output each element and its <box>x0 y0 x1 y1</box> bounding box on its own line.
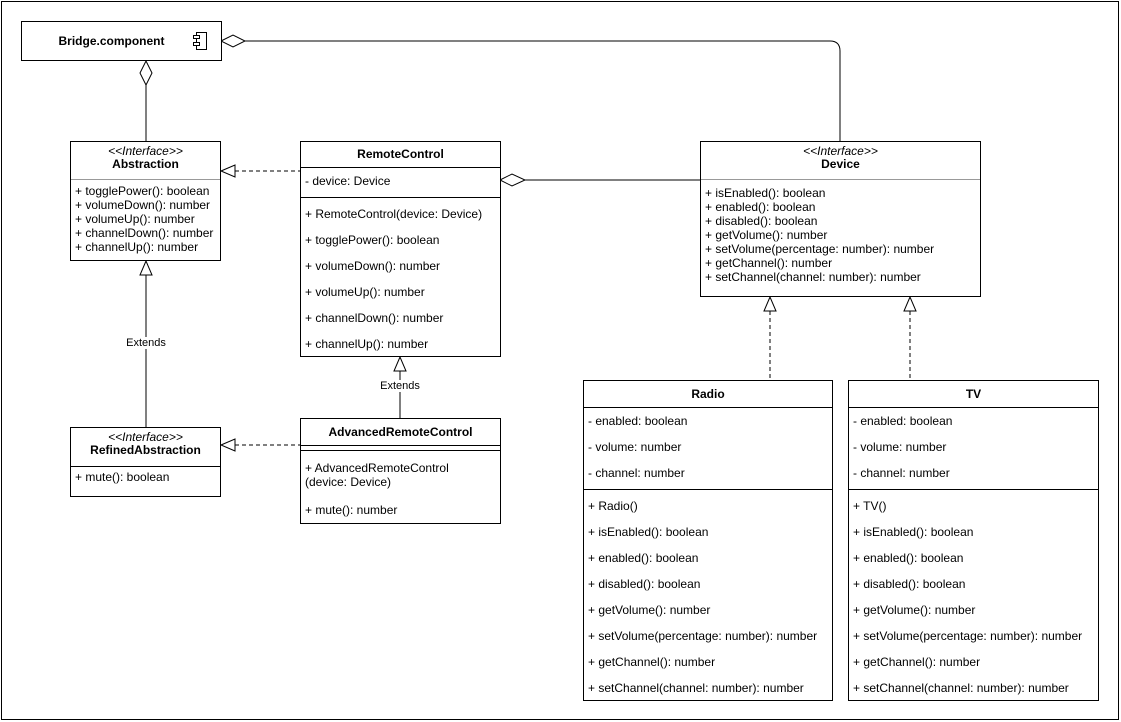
bridge-component[interactable]: Bridge.component <box>21 21 222 61</box>
method: + mute(): number <box>305 503 398 517</box>
method: + isEnabled(): boolean <box>853 525 974 539</box>
component-icon <box>193 32 207 50</box>
attribute: - volume: number <box>588 440 682 454</box>
diamond-icon <box>498 173 527 187</box>
method: + channelDown(): number <box>75 226 214 240</box>
method: + volumeUp(): number <box>305 285 425 299</box>
method: + AdvancedRemoteControl <box>305 461 449 475</box>
method: + enabled(): boolean <box>588 551 699 565</box>
triangle-arrow-icon <box>139 259 153 276</box>
diamond-icon <box>139 59 153 87</box>
class-name: TV <box>965 387 982 401</box>
attribute: - enabled: boolean <box>853 414 953 428</box>
stereotype: <<Interface>> <box>803 144 878 158</box>
method: + getVolume(): number <box>588 603 711 617</box>
class-name: AdvancedRemoteControl <box>328 425 473 439</box>
attribute: - volume: number <box>853 440 947 454</box>
method: + setVolume(percentage: number): number <box>705 242 935 256</box>
method: + enabled(): boolean <box>853 551 964 565</box>
method: + setChannel(channel: number): number <box>705 270 921 284</box>
class-name: RemoteControl <box>357 147 444 161</box>
method: + getChannel(): number <box>853 655 981 669</box>
method: + setVolume(percentage: number): number <box>853 629 1083 643</box>
method: + getVolume(): number <box>853 603 976 617</box>
class-name: RefinedAbstraction <box>90 443 201 457</box>
method: + disabled(): boolean <box>588 577 701 591</box>
method: + setVolume(percentage: number): number <box>588 629 818 643</box>
diamond-icon <box>219 34 247 48</box>
extends-label: Extends <box>125 337 167 349</box>
method: + channelUp(): number <box>75 240 199 254</box>
method: + volumeDown(): number <box>305 259 441 273</box>
attribute: - enabled: boolean <box>588 414 688 428</box>
triangle-arrow-icon <box>393 355 407 372</box>
method: + getVolume(): number <box>705 228 828 242</box>
triangle-arrow-icon <box>219 164 236 178</box>
method: + disabled(): boolean <box>853 577 966 591</box>
class-remote-control[interactable]: RemoteControl - device: Device + RemoteC… <box>300 141 501 357</box>
class-advanced-remote-control[interactable]: AdvancedRemoteControl + AdvancedRemoteCo… <box>300 418 501 524</box>
extends-label: Extends <box>379 380 421 392</box>
aggregation-bridge-device <box>245 40 841 141</box>
triangle-arrow-icon <box>219 438 236 452</box>
method: + togglePower(): boolean <box>75 184 210 198</box>
method: + togglePower(): boolean <box>305 233 440 247</box>
attribute: - channel: number <box>588 466 685 480</box>
class-abstraction[interactable]: <<Interface>> Abstraction + togglePower(… <box>70 141 221 261</box>
stereotype: <<Interface>> <box>108 430 183 444</box>
attribute: - channel: number <box>853 466 950 480</box>
method: + disabled(): boolean <box>705 214 818 228</box>
method: + setChannel(channel: number): number <box>853 681 1069 695</box>
method: + channelDown(): number <box>305 311 444 325</box>
method: + Radio() <box>588 499 638 513</box>
bridge-title: Bridge.component <box>58 34 165 48</box>
stereotype: <<Interface>> <box>108 144 183 158</box>
class-name: Abstraction <box>112 157 179 171</box>
method: + volumeUp(): number <box>75 212 195 226</box>
method: + getChannel(): number <box>705 256 833 270</box>
method: + RemoteControl(device: Device) <box>305 207 483 221</box>
attribute: - device: Device <box>305 174 391 188</box>
method: + enabled(): boolean <box>705 200 816 214</box>
class-refined-abstraction[interactable]: <<Interface>> RefinedAbstraction + mute(… <box>70 427 221 497</box>
triangle-arrow-icon <box>903 295 917 312</box>
method: + volumeDown(): number <box>75 198 211 212</box>
triangle-arrow-icon <box>763 295 777 312</box>
method: + getChannel(): number <box>588 655 716 669</box>
class-name: Device <box>821 157 860 171</box>
method: + mute(): boolean <box>75 470 170 484</box>
method: (device: Device) <box>305 475 392 489</box>
method: + isEnabled(): boolean <box>705 186 826 200</box>
method: + setChannel(channel: number): number <box>588 681 804 695</box>
class-radio[interactable]: Radio - enabled: boolean - volume: number… <box>583 380 833 701</box>
class-tv[interactable]: TV - enabled: boolean - volume: number - c… <box>848 380 1099 701</box>
class-name: Radio <box>691 387 725 401</box>
class-device[interactable]: <<Interface>> Device + isEnabled(): bool… <box>700 141 981 297</box>
method: + isEnabled(): boolean <box>588 525 709 539</box>
method: + TV() <box>853 499 887 513</box>
method: + channelUp(): number <box>305 337 429 351</box>
